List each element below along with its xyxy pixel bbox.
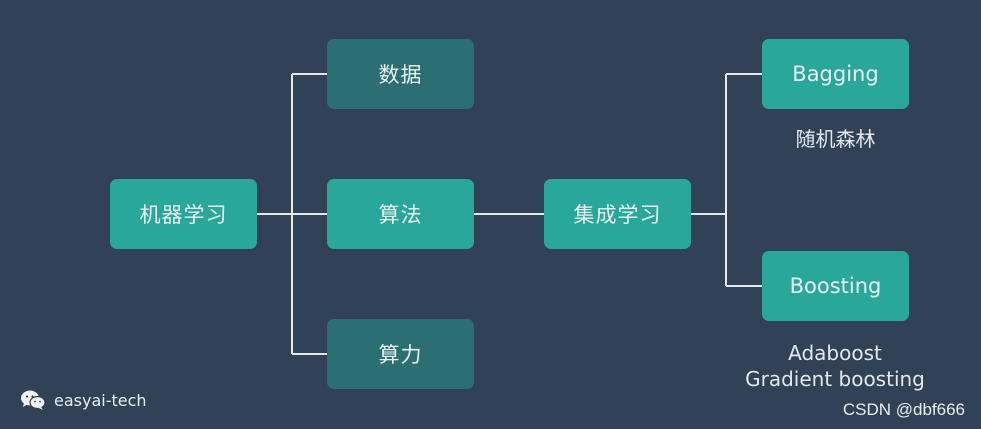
csdn-credit: CSDN @dbf666 [842, 400, 965, 419]
node-ensemble-learning: 集成学习 [544, 179, 691, 249]
node-algorithm: 算法 [327, 179, 474, 249]
boosting-examples-caption: Adaboost Gradient boosting [720, 340, 950, 392]
node-boosting-label: Boosting [789, 274, 882, 298]
watermark: easyai-tech [20, 389, 147, 411]
node-data: 数据 [327, 39, 474, 109]
bagging-example-caption: 随机森林 [762, 126, 909, 152]
node-machine-learning-label: 机器学习 [139, 203, 228, 227]
node-ensemble-learning-label: 集成学习 [573, 203, 662, 227]
bagging-example-text: 随机森林 [795, 127, 876, 151]
node-machine-learning: 机器学习 [110, 179, 257, 249]
node-compute-label: 算力 [378, 343, 423, 367]
node-boosting: Boosting [762, 251, 909, 321]
node-algorithm-label: 算法 [378, 203, 423, 227]
node-bagging: Bagging [762, 39, 909, 109]
watermark-text: easyai-tech [54, 390, 147, 410]
boosting-example-gradient: Gradient boosting [745, 367, 925, 391]
node-data-label: 数据 [378, 63, 423, 87]
boosting-example-adaboost: Adaboost [788, 341, 882, 365]
node-compute: 算力 [327, 319, 474, 389]
node-bagging-label: Bagging [792, 62, 879, 86]
wechat-icon [21, 390, 46, 410]
